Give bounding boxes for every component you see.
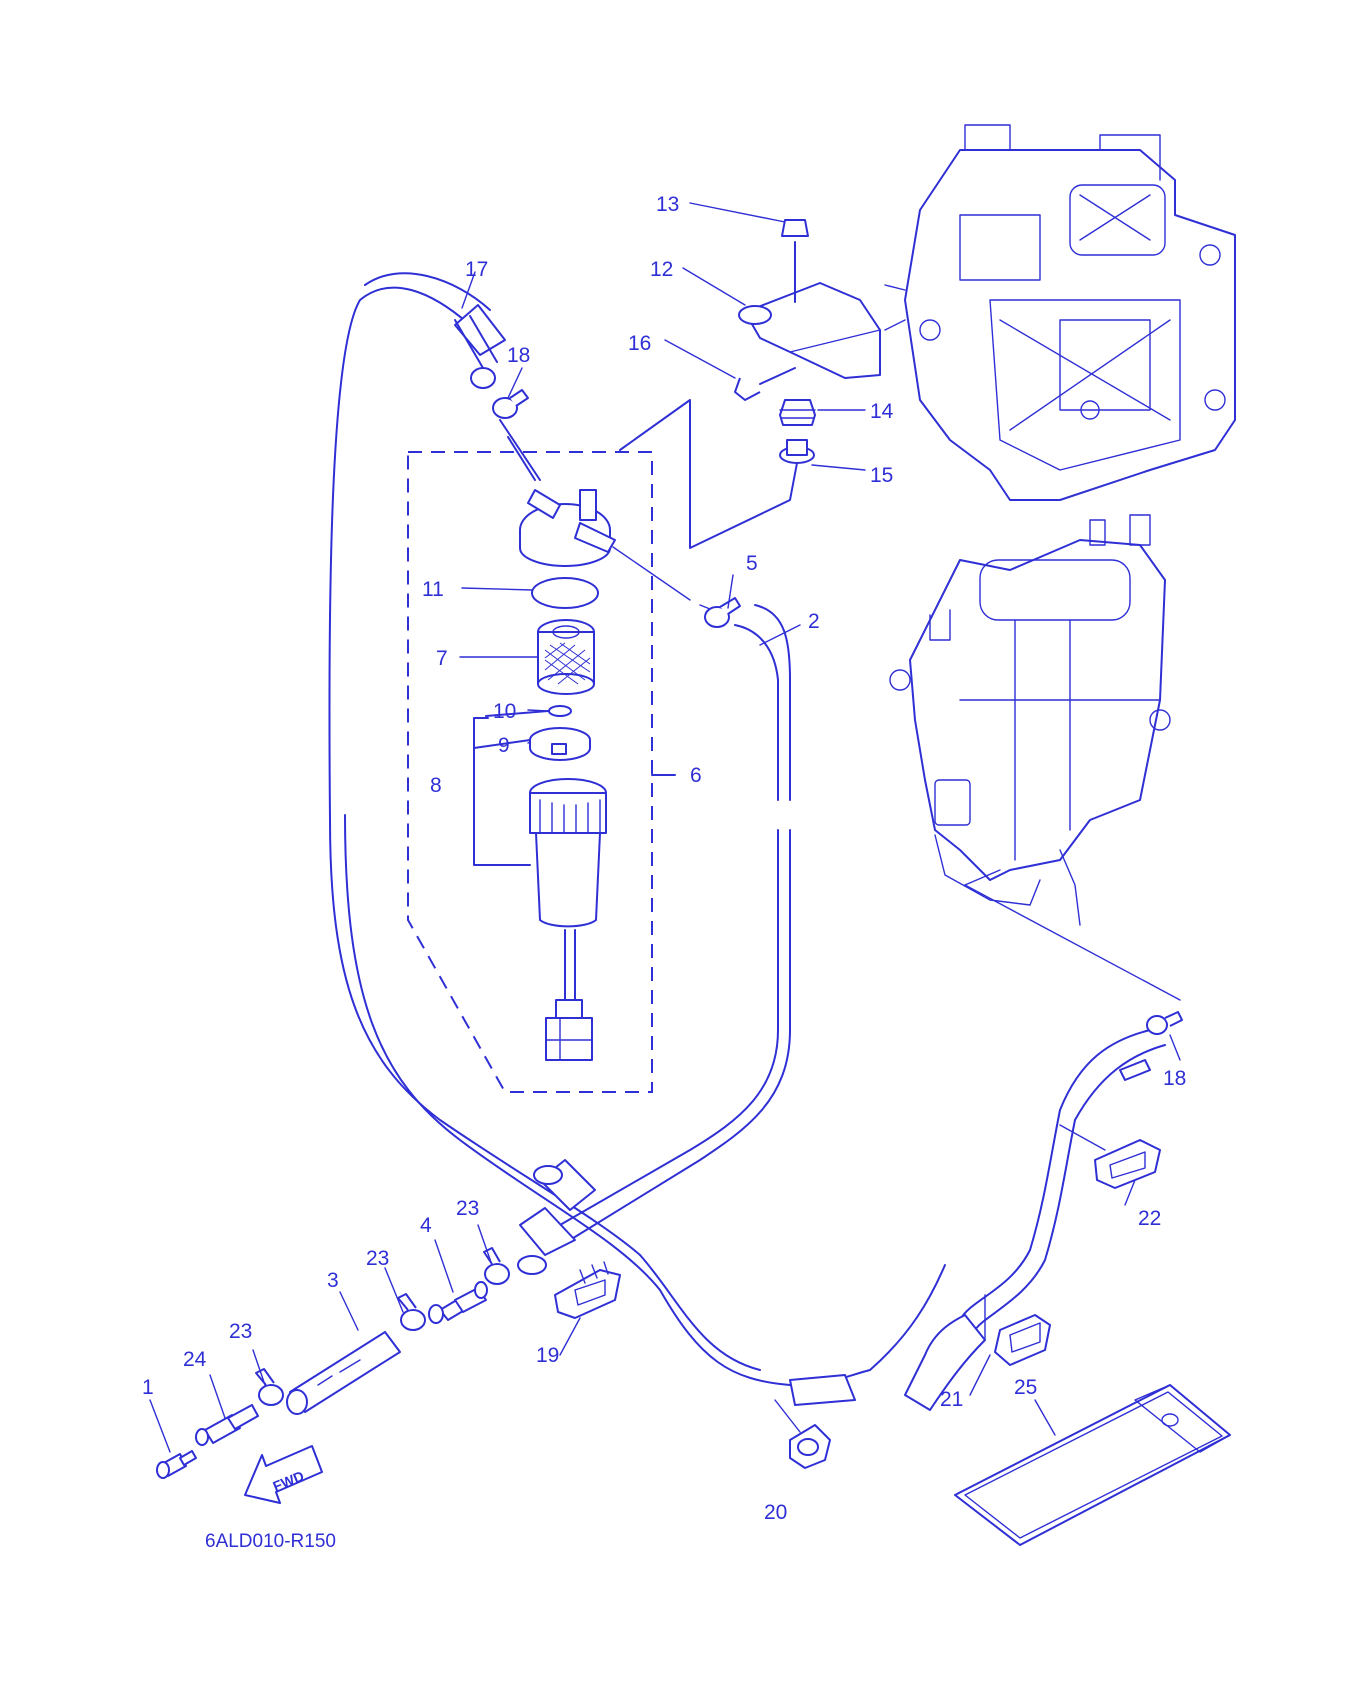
hose-clamps	[255, 389, 1183, 1406]
callout-15: 15	[870, 464, 893, 487]
callout-17: 17	[465, 258, 488, 281]
connector-parts	[149, 1224, 493, 1479]
bracket-assembly	[619, 219, 881, 549]
callout-6: 6	[690, 764, 702, 787]
callout-1: 1	[142, 1376, 154, 1399]
engine-block-upper	[884, 124, 1236, 501]
callout-3: 3	[327, 1269, 339, 1292]
callout-23-left: 23	[229, 1320, 252, 1343]
callout-23-middle: 23	[366, 1247, 389, 1270]
callout-20: 20	[764, 1501, 787, 1524]
callout-25: 25	[1014, 1376, 1037, 1399]
callout-18-upper: 18	[507, 344, 530, 367]
vapor-separator	[889, 514, 1171, 926]
diagram-reference-code: 6ALD010-R150	[205, 1531, 336, 1552]
callout-18-lower: 18	[1163, 1067, 1186, 1090]
callout-16: 16	[628, 332, 651, 355]
callout-9: 9	[498, 734, 510, 757]
callout-19: 19	[536, 1344, 559, 1367]
callout-21: 21	[940, 1388, 963, 1411]
callout-13: 13	[656, 193, 679, 216]
callout-24: 24	[183, 1348, 207, 1371]
callout-22: 22	[1138, 1207, 1161, 1230]
callout-11: 11	[422, 578, 444, 601]
callout-10: 10	[493, 700, 516, 723]
fuel-hoses	[328, 272, 1181, 1411]
leader-lines	[459, 202, 1181, 1061]
callout-5: 5	[746, 552, 758, 575]
callout-numbers: 1 2 3 4 5 6 7 8 9 10 11 12 13 14 15 16 1…	[142, 193, 1186, 1524]
callout-4: 4	[420, 1214, 432, 1237]
hose-holders	[554, 1124, 1161, 1469]
callout-12: 12	[650, 258, 673, 281]
forward-direction-arrow: FWD	[244, 1445, 323, 1504]
manual-pouch	[954, 1384, 1231, 1546]
callout-23-right: 23	[456, 1197, 479, 1220]
callout-8: 8	[430, 774, 442, 797]
callout-14: 14	[870, 400, 894, 423]
fuel-filter-assembly	[407, 419, 726, 1093]
callout-2: 2	[808, 610, 820, 633]
callout-7: 7	[436, 647, 448, 670]
